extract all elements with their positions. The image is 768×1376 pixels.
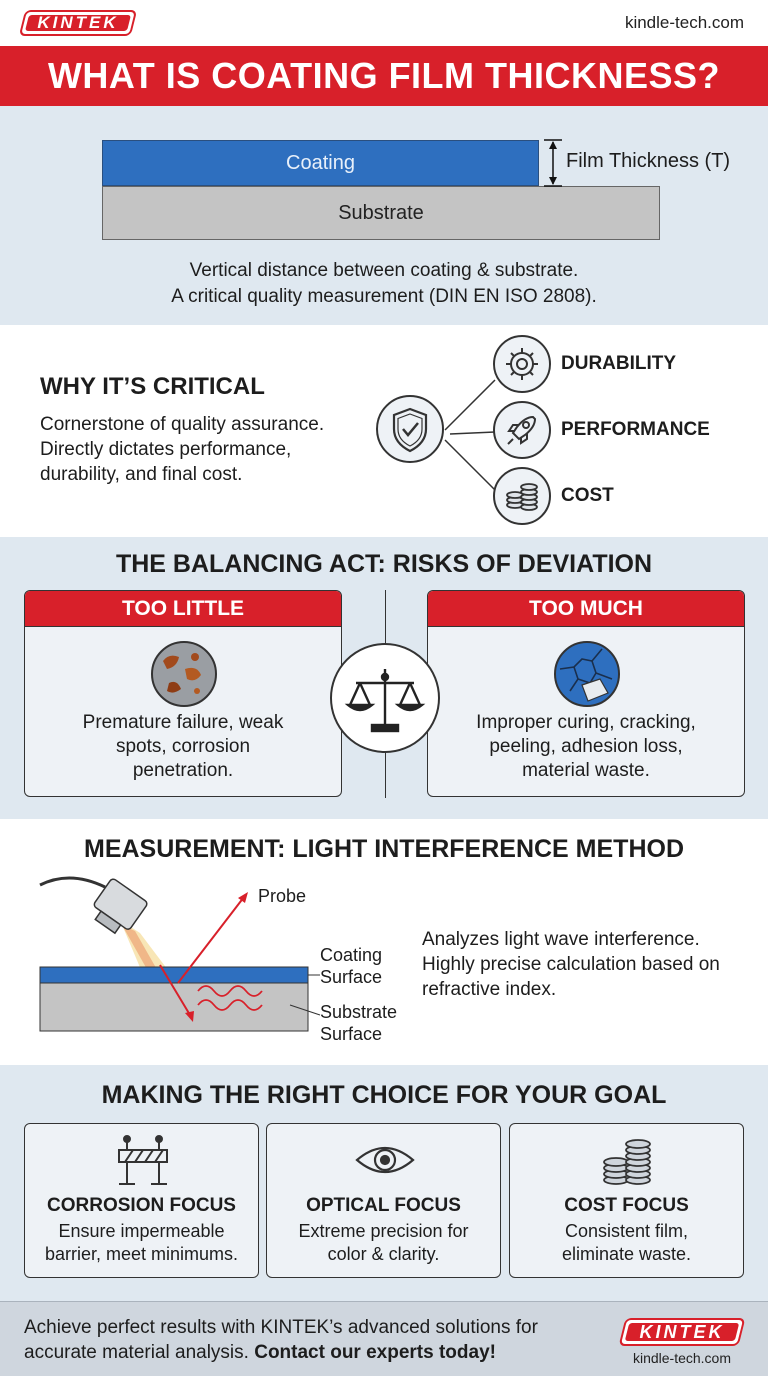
cracked-icon bbox=[554, 641, 620, 707]
footer-site-url[interactable]: kindle-tech.com bbox=[632, 1350, 732, 1366]
coating-layer: Coating bbox=[102, 140, 539, 186]
site-url[interactable]: kindle-tech.com bbox=[624, 13, 744, 32]
rocket-icon bbox=[493, 401, 551, 459]
coating-surface-label: Coating Surface bbox=[320, 944, 382, 988]
logo-text: KINTEK bbox=[37, 13, 119, 32]
barrier-icon bbox=[118, 1135, 168, 1185]
too-much-text: Improper curing, cracking, peeling, adhe… bbox=[428, 711, 744, 783]
contact-link[interactable]: Contact our experts today! bbox=[254, 1342, 496, 1363]
goal-card-corrosion: CORROSION FOCUS Ensure impermeable barri… bbox=[24, 1123, 259, 1278]
goal-title-optical: OPTICAL FOCUS bbox=[306, 1195, 461, 1216]
definition-line-1: Vertical distance between coating & subs… bbox=[189, 260, 579, 281]
page-title: WHAT IS COATING FILM THICKNESS? bbox=[0, 46, 768, 106]
goal-corrosion-line-1: Ensure impermeable bbox=[58, 1221, 225, 1241]
connector-lines bbox=[444, 379, 496, 491]
too-little-line-2: spots, corrosion bbox=[115, 736, 251, 757]
goal-optical-line-1: Extreme precision for bbox=[298, 1221, 469, 1241]
too-much-card: TOO MUCH Improper curing, cracking, peel… bbox=[427, 590, 745, 797]
goal-card-optical: OPTICAL FOCUS Extreme precision for colo… bbox=[266, 1123, 501, 1278]
goal-optical-line-2: color & clarity. bbox=[327, 1244, 440, 1264]
definition-text: Vertical distance between coating & subs… bbox=[0, 258, 768, 310]
goal-text-optical: Extreme precision for color & clarity. bbox=[267, 1220, 500, 1266]
coating-surface-line-2: Surface bbox=[320, 967, 383, 987]
shield-check-icon bbox=[376, 395, 444, 463]
too-much-line-1: Improper curing, cracking, bbox=[476, 712, 696, 733]
too-much-heading: TOO MUCH bbox=[428, 591, 744, 627]
benefit-cost: COST bbox=[561, 485, 614, 506]
benefit-durability: DURABILITY bbox=[561, 353, 677, 374]
goal-text-corrosion: Ensure impermeable barrier, meet minimum… bbox=[25, 1220, 258, 1266]
rust-icon bbox=[151, 641, 217, 707]
interference-diagram bbox=[39, 876, 321, 1032]
footer-logo-text: KINTEK bbox=[639, 1322, 725, 1342]
probe-label: Probe bbox=[258, 886, 307, 906]
goal-cost-line-1: Consistent film, bbox=[564, 1221, 689, 1241]
substrate-surface-label: Substrate Surface bbox=[320, 1001, 397, 1045]
footer bbox=[0, 1301, 768, 1376]
critical-description: Cornerstone of quality assurance. Direct… bbox=[40, 414, 325, 485]
gear-icon bbox=[493, 335, 551, 393]
thickness-arrow-icon bbox=[544, 139, 562, 187]
goals-title: MAKING THE RIGHT CHOICE FOR YOUR GOAL bbox=[101, 1081, 667, 1109]
benefit-performance: PERFORMANCE bbox=[561, 419, 710, 440]
balancing-title: THE BALANCING ACT: RISKS OF DEVIATION bbox=[115, 550, 653, 578]
goal-card-cost: COST FOCUS Consistent film, eliminate wa… bbox=[509, 1123, 744, 1278]
footer-cta-text: Achieve perfect results with KINTEK’s ad… bbox=[24, 1315, 604, 1365]
too-much-line-2: peeling, adhesion loss, bbox=[489, 736, 683, 757]
eye-icon bbox=[355, 1147, 415, 1173]
goal-title-cost: COST FOCUS bbox=[564, 1195, 689, 1216]
coating-surface-line-1: Coating bbox=[320, 945, 383, 965]
measurement-description: Analyzes light wave interference. Highly… bbox=[422, 929, 720, 1000]
too-little-text: Premature failure, weak spots, corrosion… bbox=[25, 711, 341, 783]
substrate-layer: Substrate bbox=[102, 186, 660, 240]
critical-title: WHY IT’S CRITICAL bbox=[40, 373, 265, 400]
too-little-card: TOO LITTLE Premature failure, weak spots… bbox=[24, 590, 342, 797]
too-little-heading: TOO LITTLE bbox=[25, 591, 341, 627]
film-thickness-label: Film Thickness (T) bbox=[566, 150, 731, 172]
too-little-line-3: penetration. bbox=[132, 760, 234, 781]
measurement-title: MEASUREMENT: LIGHT INTERFERENCE METHOD bbox=[84, 835, 684, 863]
definition-line-2: A critical quality measurement (DIN EN I… bbox=[171, 286, 597, 307]
goal-cost-line-2: eliminate waste. bbox=[561, 1244, 692, 1264]
too-little-line-1: Premature failure, weak bbox=[82, 712, 284, 733]
goal-corrosion-line-2: barrier, meet minimums. bbox=[44, 1244, 239, 1264]
footer-text: Achieve perfect results with KINTEK’s ad… bbox=[24, 1317, 538, 1363]
substrate-surface-line-2: Surface bbox=[320, 1024, 383, 1044]
coins-icon bbox=[603, 1139, 651, 1185]
goal-title-corrosion: CORROSION FOCUS bbox=[47, 1195, 236, 1216]
coins-icon bbox=[493, 467, 551, 525]
goal-text-cost: Consistent film, eliminate waste. bbox=[510, 1220, 743, 1266]
too-much-line-3: material waste. bbox=[522, 760, 650, 781]
scale-icon bbox=[330, 643, 440, 753]
substrate-surface-line-1: Substrate bbox=[320, 1002, 398, 1022]
